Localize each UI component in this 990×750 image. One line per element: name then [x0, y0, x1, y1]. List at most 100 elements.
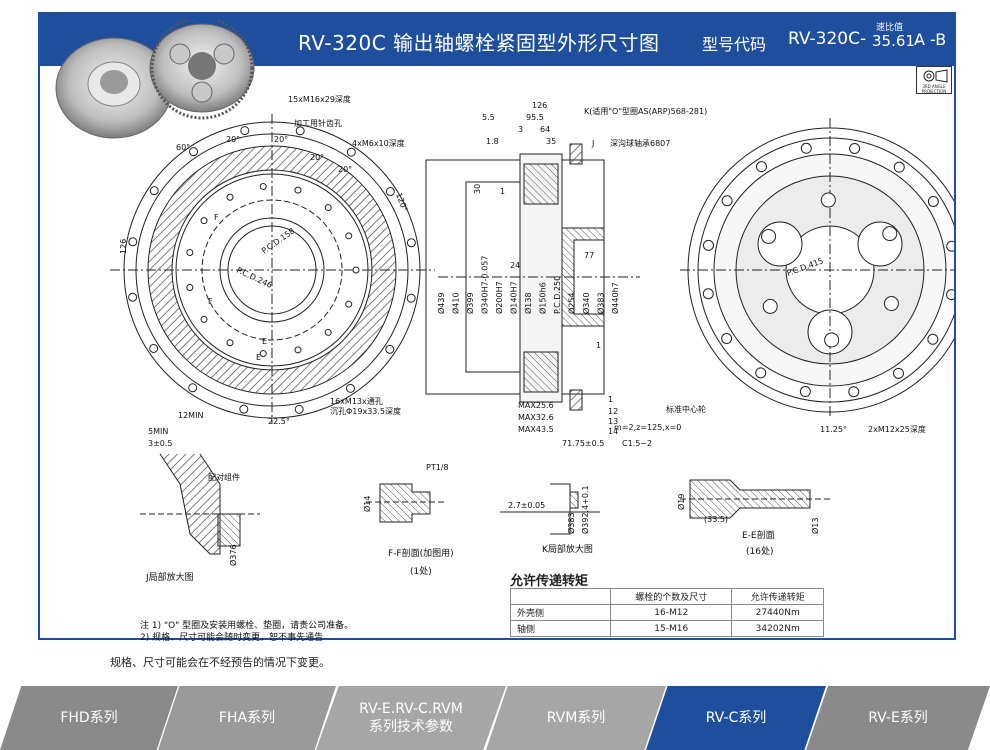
table-row: 轴侧 15-M16 34202Nm	[510, 620, 824, 637]
dim-383-k: Ø383	[566, 512, 576, 534]
diameter-label: Ø138	[523, 292, 533, 314]
diameter-label: P.C.D.250	[553, 276, 562, 314]
dim-1-8: 1.8	[486, 137, 499, 146]
table-header	[510, 588, 611, 605]
tab-label: RVM系列	[546, 710, 606, 726]
bolt-hole-icon	[799, 386, 811, 398]
dim-5-min: 5MIN	[148, 427, 168, 436]
dim-max32-6: MAX32.6	[518, 413, 554, 422]
bolt-hole-icon	[294, 186, 302, 194]
dim-77: 77	[584, 251, 594, 260]
tab-rv-tech[interactable]: RV-E.RV-C.RVM 系列技术参数	[316, 686, 506, 750]
dim-71-75: 71.75±0.5	[562, 439, 604, 448]
caption-detail-j: J局部放大图	[145, 571, 194, 583]
dim-95-5: 95.5	[526, 113, 544, 122]
dim-126-left: 126	[119, 239, 128, 254]
tab-rv-c[interactable]: RV-C系列	[646, 686, 826, 750]
footer-note: 规格、尺寸可能会在不经预告的情况下变更。	[110, 656, 330, 669]
bolt-hole-icon	[324, 328, 332, 336]
diameter-label: Ø440h7	[610, 282, 620, 314]
model-code-value: RV-320C-	[788, 29, 867, 49]
bolt-hole-icon	[186, 249, 194, 257]
tab-rvm[interactable]: RVM系列	[486, 686, 666, 750]
bolt-hole-icon	[294, 404, 304, 414]
tab-label: RV-E系列	[868, 710, 928, 726]
bolt-hole-icon	[324, 204, 332, 212]
table-cell: 轴侧	[510, 620, 611, 637]
bolt-hole-icon	[946, 240, 954, 252]
dim-30: 30	[473, 184, 482, 194]
dim-1-right: 1	[596, 341, 601, 350]
bolt-hole-icon	[721, 195, 733, 207]
dim-24: 24	[510, 261, 520, 270]
dim-14-f: Ø14	[362, 496, 372, 512]
angle-60: 60°	[176, 143, 190, 152]
table-cell: 16-M12	[609, 604, 733, 621]
dim-max43-5: MAX43.5	[518, 425, 554, 434]
diameter-label: Ø383	[596, 292, 606, 314]
left-view	[110, 114, 435, 424]
caption-detail-f: F-F剖面(加图用)	[388, 547, 454, 559]
tab-fha[interactable]: FHA系列	[158, 686, 336, 750]
diameter-label: Ø340	[581, 292, 591, 314]
series-tabs: FHD系列 FHA系列 RV-E.RV-C.RVM 系列技术参数 RVM系列 R…	[0, 686, 990, 750]
callout-gear-spec: m=2,z=125,x=0	[614, 423, 681, 432]
dim-3: 3	[518, 125, 523, 134]
caption-detail-e: E-E剖面	[742, 529, 775, 541]
tab-label: FHA系列	[218, 710, 276, 726]
dim-1-bottom: 1	[608, 395, 613, 404]
bolt-hole-icon	[295, 126, 305, 136]
tab-label: FHD系列	[60, 710, 118, 726]
dim-14: 14	[608, 427, 618, 436]
diameter-label: Ø200H7	[494, 281, 504, 314]
right-view	[680, 118, 954, 418]
callout-counterbore: 沉孔Φ19x33.5深度	[330, 406, 401, 416]
bolt-hole-icon	[882, 226, 898, 242]
bolt-hole-icon	[755, 367, 767, 379]
dim-c1-5: C1.5~2	[622, 439, 652, 448]
bolt-hole-icon	[927, 333, 939, 345]
note-1: 注 1) "O" 型圈及安装用螺栓、垫圈，请贵公司准备。	[140, 621, 354, 631]
bolt-hole-icon	[200, 217, 208, 225]
callout-4xm6: 4xM6x10深度	[352, 138, 405, 148]
ratio-suffix: A -B	[914, 30, 947, 49]
angle-20c: 20°	[310, 153, 324, 162]
callout-j: J	[591, 139, 594, 148]
bolt-hole-icon	[149, 343, 159, 353]
callout-mating-part: 配对组件	[208, 472, 240, 482]
bolt-hole-icon	[259, 350, 267, 358]
torque-table-title: 允许传递转矩	[510, 574, 589, 589]
bolt-hole-icon	[848, 386, 860, 398]
table-cell: 34202Nm	[731, 620, 824, 637]
bolt-hole-icon	[702, 239, 714, 251]
dim-64: 64	[540, 125, 550, 134]
dim-126-top: 126	[532, 101, 547, 110]
model-code-label: 型号代码	[702, 35, 767, 54]
tab-rv-e[interactable]: RV-E系列	[806, 686, 990, 750]
diameter-label: Ø439	[436, 292, 446, 314]
bolt-hole-icon	[702, 288, 714, 300]
diameter-label: Ø254	[567, 292, 577, 314]
bolt-hole-icon	[762, 298, 778, 314]
bolt-hole-icon	[226, 193, 234, 201]
detail-e	[680, 479, 830, 519]
bolt-hole-icon	[893, 161, 905, 173]
bolt-hole-icon	[345, 383, 355, 393]
center-view-labels: 126 95.5 5.5 3 64 1.8 35 K(适用"O"型圈AS(ARP…	[436, 101, 707, 448]
bolt-hole-icon	[200, 315, 208, 323]
caption-detail-k: K局部放大图	[542, 543, 593, 555]
angle-11-25: 11.25°	[820, 425, 847, 434]
table-header: 螺栓的个数及尺寸	[609, 588, 733, 605]
dim-2-7: 2.7±0.05	[508, 501, 545, 510]
bolt-hole-icon	[226, 339, 234, 347]
bolt-hole-icon	[800, 142, 812, 154]
projection-text: 3RD ANGLE PROJECTION	[921, 84, 947, 94]
bolt-hole-icon	[345, 300, 353, 308]
tab-fhd[interactable]: FHD系列	[0, 686, 178, 750]
bolt-hole-icon	[128, 292, 138, 302]
dim-1-side: 1	[500, 187, 505, 196]
bolt-hole-icon	[927, 195, 939, 207]
bolt-hole-icon	[893, 367, 905, 379]
tab-label: RV-E.RV-C.RVM 系列技术参数	[359, 701, 463, 735]
ratio-value: 35.61-	[872, 32, 921, 50]
